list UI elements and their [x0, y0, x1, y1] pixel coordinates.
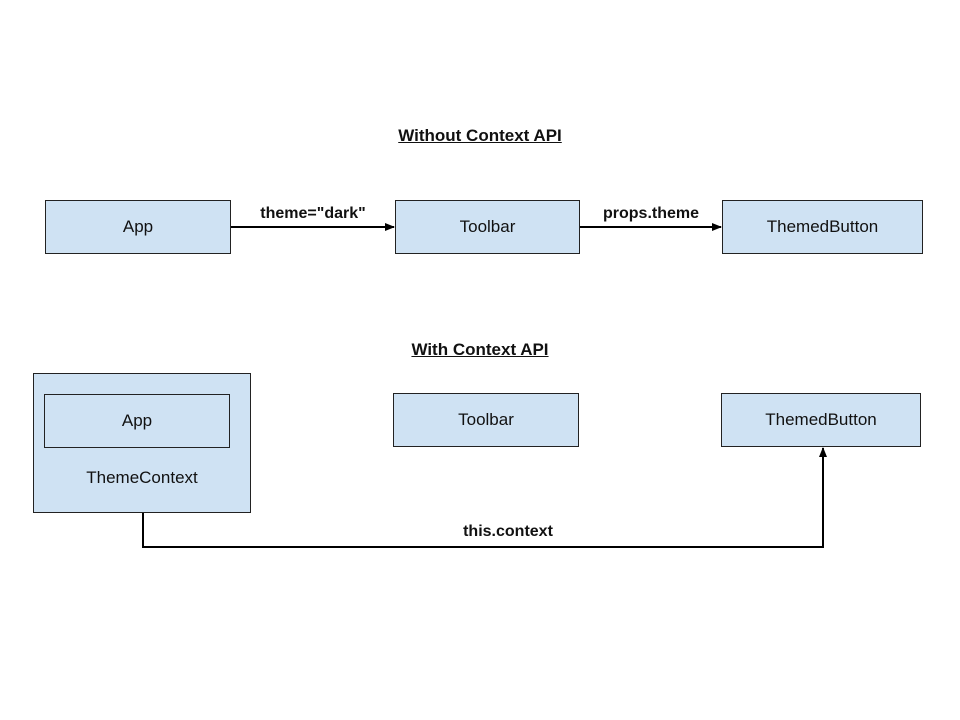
node-app-inner: App: [44, 394, 230, 448]
container-label-theme-context: ThemeContext: [86, 468, 198, 487]
arrow-context-to-themedbutton: [142, 447, 827, 548]
node-themed-button-context: ThemedButton: [721, 393, 921, 447]
heading-with-context: With Context API: [411, 340, 549, 359]
node-app: App: [45, 200, 231, 254]
edge-label-this-context: this.context: [463, 523, 553, 540]
edge-label-props-theme: props.theme: [602, 205, 700, 222]
heading-without-context: Without Context API: [398, 126, 562, 145]
node-toolbar: Toolbar: [395, 200, 580, 254]
node-toolbar-context: Toolbar: [393, 393, 579, 447]
edge-label-theme-dark: theme="dark": [260, 205, 366, 222]
node-themed-button: ThemedButton: [722, 200, 923, 254]
container-theme-context: App ThemeContext: [33, 373, 251, 513]
